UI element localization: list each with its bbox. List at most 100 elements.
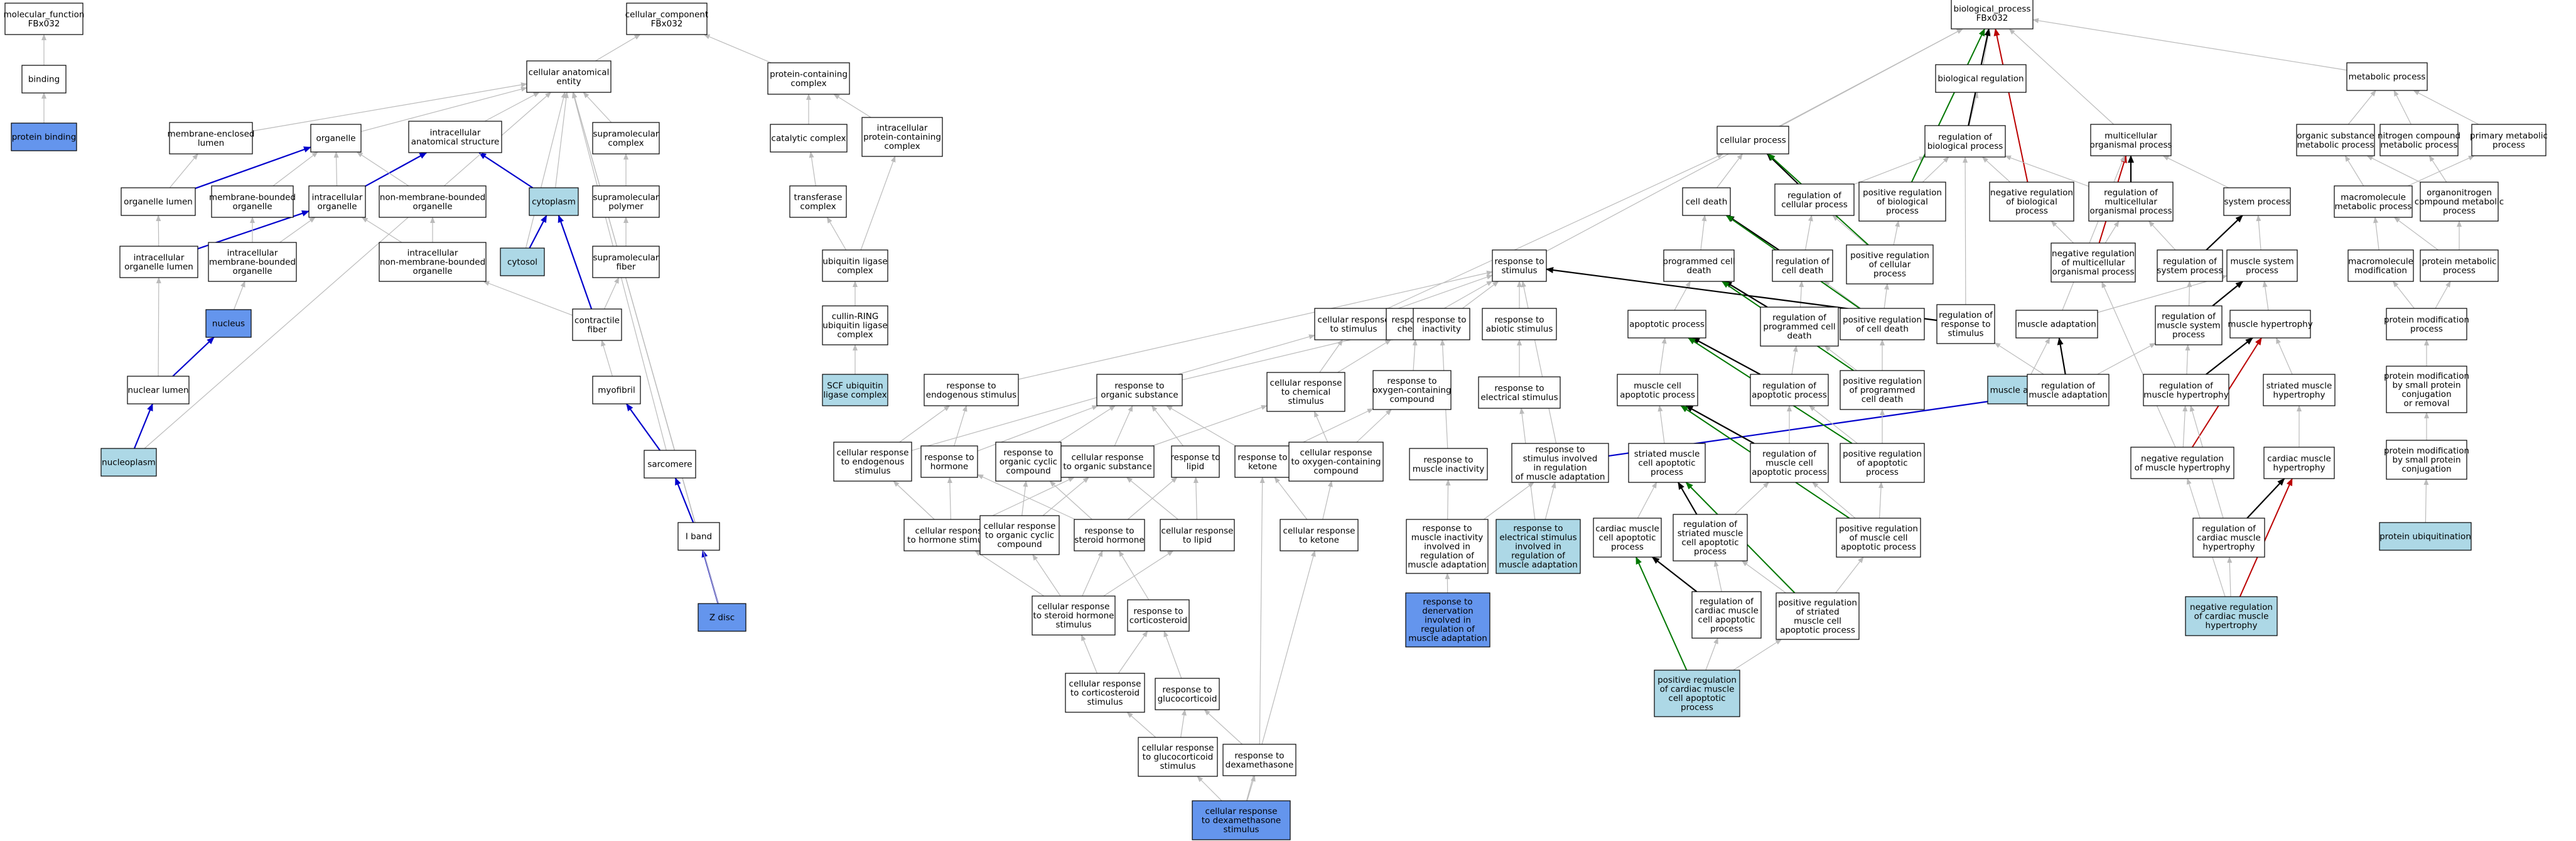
term-node-org-lumen[interactable]: organelle lumen bbox=[121, 187, 196, 216]
term-node-binding[interactable]: binding bbox=[21, 65, 67, 94]
term-node-iband[interactable]: I band bbox=[677, 522, 720, 551]
term-node-nucleus[interactable]: nucleus bbox=[205, 309, 252, 338]
term-node-bioreg[interactable]: biological regulation bbox=[1935, 64, 2027, 93]
term-node-metab[interactable]: metabolic process bbox=[2346, 62, 2428, 91]
term-node-protein-binding[interactable]: protein binding bbox=[11, 122, 77, 151]
term-node-cytoplasm[interactable]: cytoplasm bbox=[529, 187, 579, 216]
term-node-inmbo[interactable]: intracellularnon-membrane-boundedorganel… bbox=[379, 242, 487, 282]
term-node-nlumen[interactable]: nuclear lumen bbox=[127, 376, 190, 404]
term-node-cat-complex[interactable]: catalytic complex bbox=[770, 124, 848, 153]
term-node-zdisc[interactable]: Z disc bbox=[698, 603, 746, 632]
term-node-sysproc[interactable]: system process bbox=[2223, 187, 2291, 216]
term-node-nucleoplasm[interactable]: nucleoplasm bbox=[100, 448, 157, 477]
term-node-madapt[interactable]: muscle adaptation bbox=[2015, 310, 2098, 339]
term-node-organelle[interactable]: organelle bbox=[310, 124, 362, 153]
term-node-myofibril[interactable]: myofibril bbox=[592, 376, 641, 404]
term-node-celldeath[interactable]: cell death bbox=[1682, 187, 1731, 216]
term-node-sarcomere[interactable]: sarcomere bbox=[644, 450, 696, 479]
